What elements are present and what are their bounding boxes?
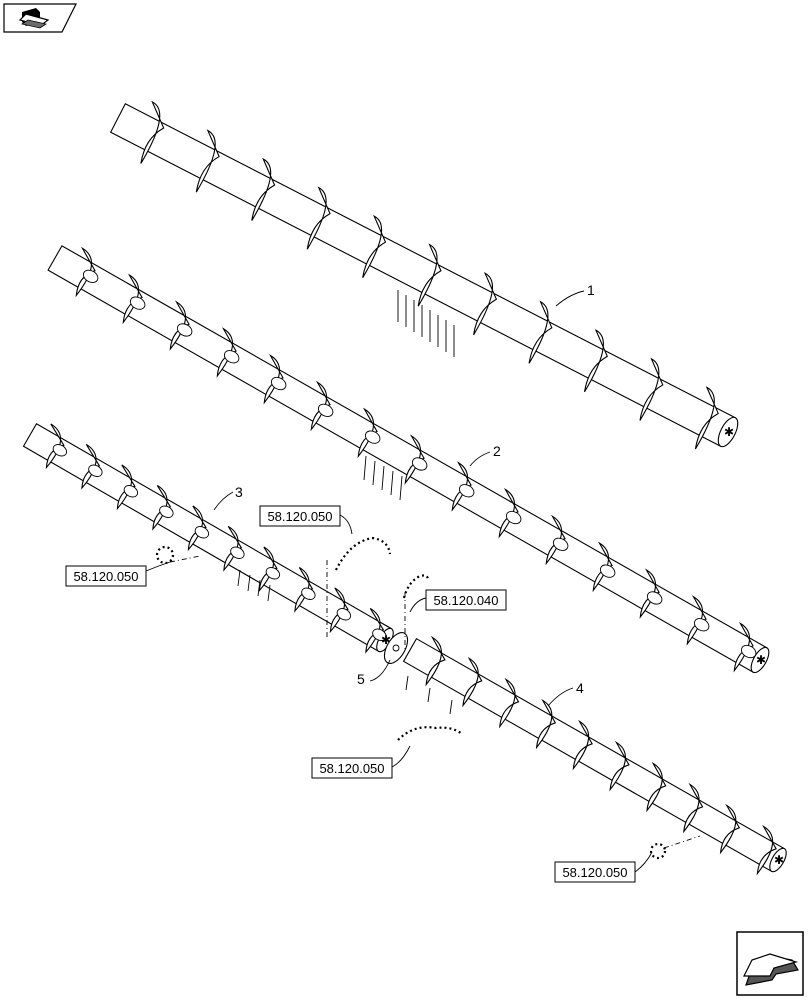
auger-3-bolt xyxy=(247,574,251,592)
book-icon xyxy=(18,8,50,29)
auger-2-inspection-hole xyxy=(82,269,99,283)
auger-1-end-mark: ✱ xyxy=(724,425,734,439)
coupling-disc-hole xyxy=(392,644,400,652)
auger-4-flight xyxy=(425,635,446,687)
auger-2-end-mark: ✱ xyxy=(756,653,766,667)
reference-link-58-120-050-bottom[interactable]: 58.120.050 xyxy=(554,861,636,883)
auger-4-flight xyxy=(683,782,704,834)
auger-2-inspection-hole xyxy=(552,537,569,551)
reference-link-58-120-050-left[interactable]: 58.120.050 xyxy=(65,565,147,587)
auger-3-inspection-hole xyxy=(159,505,174,518)
reference-label: 58.120.050 xyxy=(562,865,627,880)
auger-4: ✱ xyxy=(402,635,787,876)
auger-2-inspection-hole xyxy=(129,296,146,310)
auger-1-flight xyxy=(140,100,165,164)
reference-label: 58.120.050 xyxy=(319,761,384,776)
auger-4-end-mark: ✱ xyxy=(774,853,784,867)
auger-4-bolt xyxy=(427,687,431,703)
auger-1-flight xyxy=(195,129,220,193)
reference-link-58-120-050-middle[interactable]: 58.120.050 xyxy=(311,757,393,779)
auger-4-flight xyxy=(499,677,520,729)
auger-4-flight xyxy=(719,803,741,855)
auger-4-flight xyxy=(572,719,593,771)
auger-1-flight xyxy=(362,214,387,278)
callout-2: 2 xyxy=(493,443,501,459)
callout-4: 4 xyxy=(576,680,584,696)
leader-lines xyxy=(145,290,653,873)
auger-1-flight xyxy=(528,300,553,364)
auger-2-inspection-hole xyxy=(364,430,381,444)
auger-2-inspection-hole xyxy=(458,484,475,498)
auger-4-flight xyxy=(646,761,667,813)
auger-2-bolt xyxy=(381,465,385,491)
auger-1-flight xyxy=(417,243,442,307)
auger-4-flight xyxy=(462,656,483,708)
reference-link-58-120-050-top[interactable]: 58.120.050 xyxy=(259,505,341,527)
auger-1-flight xyxy=(639,357,664,421)
auger-1-flight xyxy=(306,186,331,250)
auger-1-flight xyxy=(251,157,276,221)
auger-2-bolt xyxy=(363,455,367,481)
auger-1-flight xyxy=(694,386,719,450)
reference-label: 58.120.050 xyxy=(267,509,332,524)
callout-1: 1 xyxy=(587,282,595,298)
auger-3: ✱ xyxy=(22,422,394,654)
auger-3-bolt xyxy=(237,569,241,587)
dashed-references xyxy=(155,536,701,860)
reference-label: 58.120.040 xyxy=(433,593,498,608)
auger-4-bolt xyxy=(405,675,409,691)
auger-3-bolt xyxy=(267,584,271,602)
auger-4-flight xyxy=(756,824,777,876)
auger-3-inspection-hole xyxy=(230,546,245,559)
callout-3: 3 xyxy=(235,484,243,500)
auger-3-inspection-hole xyxy=(88,464,103,477)
auger-4-bolt xyxy=(449,699,453,715)
auger-1: ✱ xyxy=(109,100,739,450)
auger-3-bolt xyxy=(257,579,261,597)
reference-label: 58.120.050 xyxy=(73,569,138,584)
auger-1-shaft xyxy=(109,103,737,447)
callout-5: 5 xyxy=(357,671,365,687)
auger-3-inspection-hole xyxy=(123,485,139,498)
auger-2-bolt xyxy=(390,470,394,496)
auger-2: ✱ xyxy=(47,245,770,674)
auger-2-inspection-hole xyxy=(646,591,663,605)
auger-2-inspection-hole xyxy=(740,644,757,659)
top-nav-tab[interactable] xyxy=(3,3,77,33)
auger-3-end-mark: ✱ xyxy=(381,633,391,647)
auger-2-inspection-hole xyxy=(176,323,193,337)
auger-2-inspection-hole xyxy=(693,618,710,632)
auger-3-inspection-hole xyxy=(372,628,387,641)
auger-1-flight xyxy=(473,272,498,336)
auger-2-inspection-hole xyxy=(599,564,616,578)
reference-link-58-120-040[interactable]: 58.120.040 xyxy=(425,589,507,611)
auger-2-inspection-hole xyxy=(270,376,287,391)
auger-2-shaft xyxy=(47,245,768,673)
back-button[interactable] xyxy=(736,931,804,996)
auger-1-flight xyxy=(583,329,609,393)
auger-4-flight xyxy=(535,698,557,750)
auger-3-inspection-hole xyxy=(194,526,210,539)
auger-3-inspection-hole xyxy=(265,567,281,580)
auger-4-end-cap xyxy=(769,847,787,873)
auger-2-bolt xyxy=(372,460,376,486)
back-arrow-icon xyxy=(743,953,799,986)
auger-1-end-cap xyxy=(717,416,739,448)
auger-3-inspection-hole xyxy=(301,587,316,600)
auger-2-inspection-hole xyxy=(411,457,428,471)
auger-3-inspection-hole xyxy=(52,444,68,457)
auger-2-inspection-hole xyxy=(223,350,240,364)
auger-2-bolt xyxy=(399,475,403,501)
auger-2-inspection-hole xyxy=(505,510,522,525)
auger-3-inspection-hole xyxy=(336,608,352,621)
auger-2-inspection-hole xyxy=(317,403,334,417)
auger-4-flight xyxy=(609,740,630,792)
